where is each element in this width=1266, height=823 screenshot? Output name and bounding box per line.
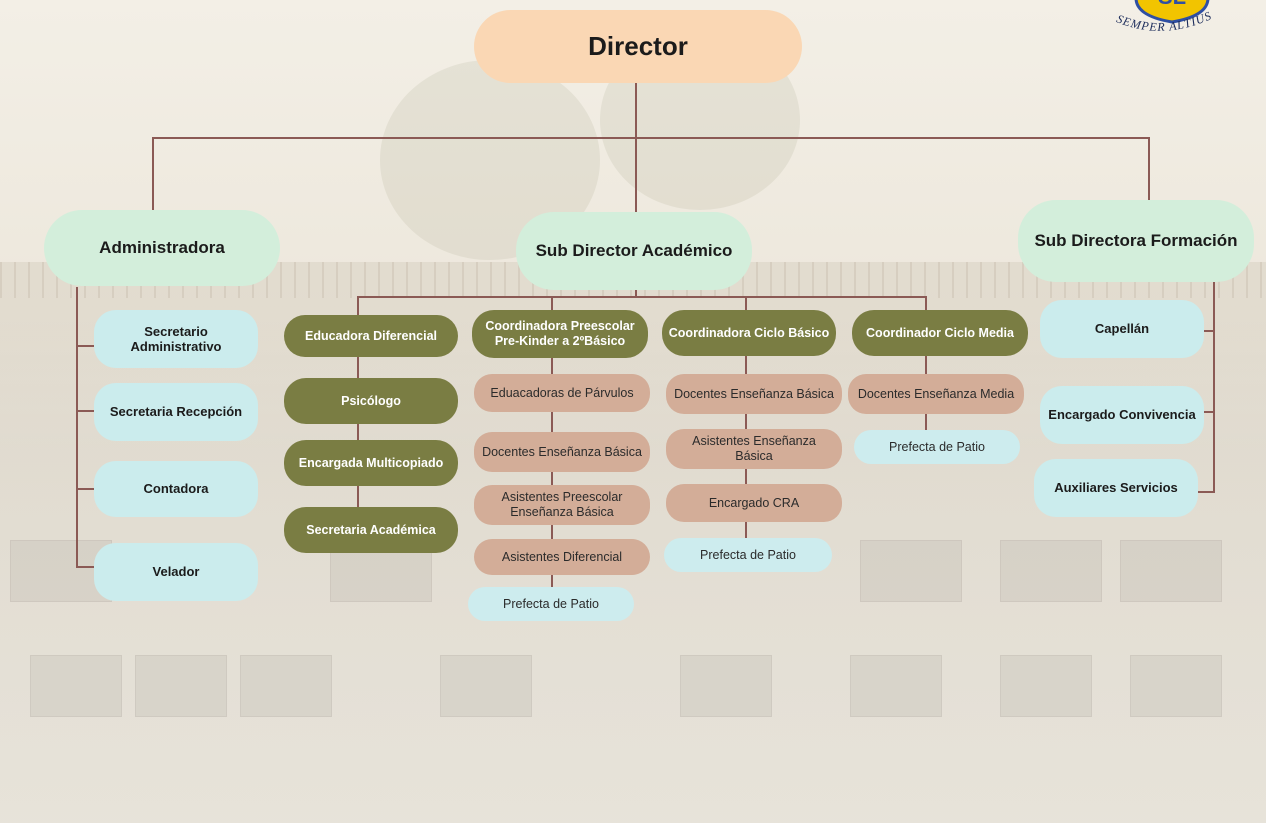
teaching-staff-box: Asistentes Preescolar Enseñanza Básica — [474, 485, 650, 525]
connector — [1203, 411, 1215, 413]
admin-staff-box: Velador — [94, 543, 258, 601]
logo-emblem: SL — [1158, 0, 1186, 9]
coordinator-box: Coordinador Ciclo Media — [852, 310, 1028, 356]
diferencial-label: Secretaria Académica — [306, 522, 436, 537]
background-window — [680, 655, 772, 717]
coordinator-label: Coordinadora Ciclo Básico — [668, 325, 830, 340]
connector — [76, 488, 94, 490]
connector — [357, 296, 927, 298]
background-window — [440, 655, 532, 717]
coordinator-box: Coordinadora Preescolar Pre-Kinder a 2ºB… — [472, 310, 648, 358]
diferencial-label: Encargada Multicopiado — [298, 455, 444, 470]
coordinator-box: Coordinadora Ciclo Básico — [662, 310, 836, 356]
connector — [925, 296, 927, 436]
admin-staff-label: Secretario Administrativo — [130, 323, 222, 354]
coordinator-label: Coordinador Ciclo Media — [866, 325, 1014, 340]
teaching-staff-box: Docentes Enseñanza Básica — [474, 432, 650, 472]
admin-staff-box: Secretaria Recepción — [94, 383, 258, 441]
connector — [1198, 491, 1215, 493]
admin-staff-label: Secretaria Recepción — [109, 404, 243, 420]
connector — [1213, 282, 1215, 493]
branch-head-label: Administradora — [99, 237, 225, 257]
coordinator-label: Coordinadora Preescolar Pre-Kinder a 2ºB… — [485, 319, 635, 348]
teaching-staff-label: Eduacadoras de Párvulos — [490, 385, 634, 400]
teaching-staff-box: Eduacadoras de Párvulos — [474, 374, 650, 412]
diferencial-label: Educadora Diferencial — [305, 328, 437, 343]
connector — [1148, 137, 1150, 212]
background-window — [1000, 540, 1102, 602]
connector — [635, 78, 637, 214]
connector — [76, 566, 94, 568]
branch-head-label: Sub Directora Formación — [1034, 230, 1238, 250]
background-window — [850, 655, 942, 717]
connector — [1203, 330, 1215, 332]
sub-directora-formacion-box: Sub Directora Formación — [1018, 200, 1254, 282]
admin-staff-label: Contadora — [143, 481, 209, 497]
formacion-staff-box: Encargado Convivencia — [1040, 386, 1204, 444]
teaching-staff-label: Asistentes Enseñanza Básica — [692, 434, 816, 463]
teaching-staff-box: Asistentes Enseñanza Básica — [666, 429, 842, 469]
connector — [152, 137, 154, 210]
admin-staff-label: Velador — [152, 564, 200, 580]
prefecta-patio-box: Prefecta de Patio — [664, 538, 832, 572]
connector — [76, 345, 94, 347]
formacion-staff-box: Capellán — [1040, 300, 1204, 358]
connector — [76, 287, 78, 567]
diferencial-box: Psicólogo — [284, 378, 458, 424]
school-logo: SL SEMPER ALTIUS — [1115, 0, 1213, 34]
background-window — [240, 655, 332, 717]
connector — [152, 137, 1150, 139]
prefecta-patio-label: Prefecta de Patio — [889, 439, 985, 454]
connector — [745, 296, 747, 546]
background-window — [860, 540, 962, 602]
teaching-staff-label: Encargado CRA — [708, 495, 800, 510]
diferencial-box: Encargada Multicopiado — [284, 440, 458, 486]
background-window — [1120, 540, 1222, 602]
diferencial-box: Educadora Diferencial — [284, 315, 458, 357]
teaching-staff-box: Docentes Enseñanza Básica — [666, 374, 842, 414]
teaching-staff-label: Asistentes Preescolar Enseñanza Básica — [501, 490, 623, 519]
teaching-staff-box: Encargado CRA — [666, 484, 842, 522]
teaching-staff-label: Docentes Enseñanza Básica — [482, 444, 642, 459]
teaching-staff-label: Docentes Enseñanza Básica — [674, 386, 834, 401]
teaching-staff-box: Docentes Enseñanza Media — [848, 374, 1024, 414]
prefecta-patio-box: Prefecta de Patio — [468, 587, 634, 621]
sub-director-academico-box: Sub Director Académico — [516, 212, 752, 290]
teaching-staff-label: Docentes Enseñanza Media — [857, 386, 1015, 401]
diferencial-label: Psicólogo — [341, 393, 401, 408]
prefecta-patio-box: Prefecta de Patio — [854, 430, 1020, 464]
prefecta-patio-label: Prefecta de Patio — [700, 547, 796, 562]
director-label: Director — [588, 31, 688, 62]
formacion-staff-label: Auxiliares Servicios — [1054, 480, 1178, 496]
branch-head-label: Sub Director Académico — [535, 240, 733, 260]
teaching-staff-box: Asistentes Diferencial — [474, 539, 650, 575]
director-box: Director — [474, 10, 802, 83]
background-window — [135, 655, 227, 717]
admin-staff-box: Contadora — [94, 461, 258, 517]
connector — [635, 289, 637, 298]
prefecta-patio-label: Prefecta de Patio — [503, 596, 599, 611]
formacion-staff-box: Auxiliares Servicios — [1034, 459, 1198, 517]
background-window — [1130, 655, 1222, 717]
formacion-staff-label: Capellán — [1094, 321, 1150, 337]
background-window — [1000, 655, 1092, 717]
formacion-staff-label: Encargado Convivencia — [1048, 407, 1196, 423]
background-window — [30, 655, 122, 717]
admin-staff-box: Secretario Administrativo — [94, 310, 258, 368]
connector — [76, 410, 94, 412]
teaching-staff-label: Asistentes Diferencial — [501, 549, 623, 564]
administradora-box: Administradora — [44, 210, 280, 286]
diferencial-box: Secretaria Académica — [284, 507, 458, 553]
logo-shield — [1134, 0, 1210, 24]
